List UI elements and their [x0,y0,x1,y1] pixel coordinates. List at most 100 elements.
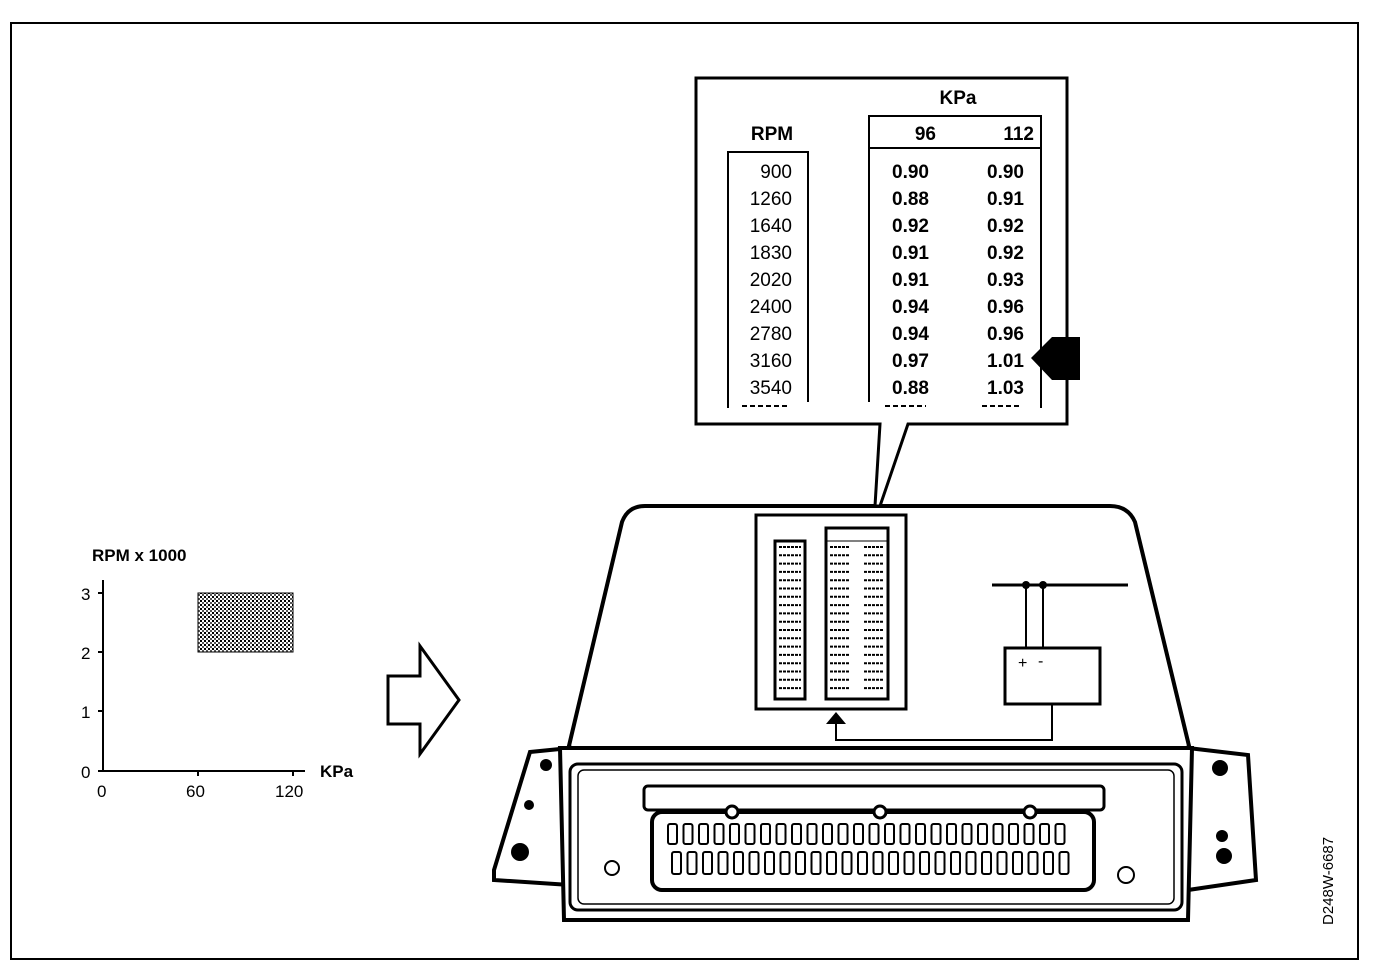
connector-pin [717,851,729,875]
x-tick-label: 120 [275,782,303,801]
connector-pin [868,823,880,845]
connector-pin [1023,823,1035,845]
connector-pin [888,851,899,875]
connector-pin [826,851,837,875]
rpm-kpa-graph: RPM x 1000 3 2 1 0 0 60 120 KPa [81,546,354,801]
connector-pins [667,823,1070,875]
connector-pin [744,823,756,845]
table-row: 2780 0.94 0.96 [750,324,1024,345]
connector-pin [965,851,977,875]
kpa112-cell: 1.01 [987,351,1024,372]
kpa96-cell: 0.88 [892,378,929,399]
connector-pin [903,851,915,875]
connector-pin [841,851,853,875]
kpa96-cell: 0.88 [892,189,929,210]
table-row: 3540 0.88 1.03 [750,378,1024,399]
kpa112-cell: 0.92 [987,216,1024,237]
connector-pin [1008,823,1019,845]
kpa112-cell: 0.91 [987,189,1024,210]
connector-pin [682,823,694,845]
kpa96-cell: 0.97 [892,351,929,372]
x-tick-label: 0 [97,782,106,801]
table-row: 1640 0.92 0.92 [750,216,1024,237]
rpm-cell: 2020 [750,270,792,291]
connector-pin [981,851,992,875]
connector-pin [961,823,973,845]
kpa112-cell: 0.92 [987,243,1024,264]
battery-plus: + [1018,655,1027,672]
rpm-cell: 1640 [750,216,792,237]
connector-pin [1027,851,1039,875]
connector-pin [857,851,868,875]
sensor-circuit: + - [826,581,1128,741]
battery-minus: - [1038,653,1043,670]
connector-pin [1012,851,1023,875]
connector-pin [884,823,895,845]
figure-id: D248W-6687 [1320,837,1337,925]
kpa112-cell: 1.03 [987,378,1024,399]
kpa-header: KPa [940,88,977,109]
y-tick-label: 0 [81,763,90,782]
kpa112-cell: 0.93 [987,270,1024,291]
kpa96-cell: 0.91 [892,243,929,264]
table-rows: 900 0.90 0.90 1260 0.88 0.91 1640 0.92 0.92 1830 0… [750,162,1025,399]
connector-pin [992,823,1004,845]
connector-pin [899,823,911,845]
connector-pin [822,823,833,845]
rpm-cell: 900 [760,162,792,183]
pointer-arrow-icon [1031,337,1080,380]
connector-pin [779,851,791,875]
callout-box [694,76,1069,508]
rpm-cell: 1260 [750,189,792,210]
connector-pin [702,851,713,875]
rpm-cell: 3160 [750,351,792,372]
connector-pin [760,823,771,845]
connector-pin [919,851,930,875]
up-arrow-icon [826,712,846,724]
rpm-column-box [727,151,809,408]
y-tick-label: 1 [81,703,90,722]
rpm-cell: 3540 [750,378,792,399]
ecu-label-table [754,513,908,711]
connector-pin [667,823,678,845]
connector-pin [1039,823,1050,845]
connector-pin [946,823,957,845]
graph-y-title: RPM x 1000 [92,546,187,565]
connector-latch [642,784,1106,812]
connector-pin [950,851,961,875]
operating-region [197,592,294,653]
connector-pin [748,851,760,875]
right-arrow-icon [386,641,461,759]
battery-icon [1003,646,1102,706]
table-row: 900 0.90 0.90 [760,162,1024,183]
kpa96-cell: 0.90 [892,162,929,183]
kpa112-cell: 0.96 [987,324,1024,345]
rpm-header: RPM [751,124,793,145]
connector-pin [1058,851,1070,875]
kpa96-cell: 0.94 [892,324,929,345]
connector-pin [853,823,864,845]
connector-pin [729,823,740,845]
table-row: 1260 0.88 0.91 [750,189,1025,210]
kpa-col-112: 112 [1003,124,1034,145]
kpa112-cell: 0.90 [987,162,1024,183]
connector-pin [806,823,818,845]
connector-pin [872,851,884,875]
connector-pin [996,851,1008,875]
mini-rpm-column [773,539,807,701]
y-tick-label: 2 [81,644,90,663]
kpa96-cell: 0.92 [892,216,929,237]
connector-pin [930,823,942,845]
mini-table-text [779,546,884,690]
connector-pin [733,851,744,875]
connector-pin [1043,851,1054,875]
table-row: 1830 0.91 0.92 [750,243,1024,264]
x-tick-label: 60 [186,782,205,801]
rpm-cell: 2780 [750,324,792,345]
connector-pin [698,823,709,845]
connector-pin [810,851,822,875]
rpm-cell: 1830 [750,243,792,264]
